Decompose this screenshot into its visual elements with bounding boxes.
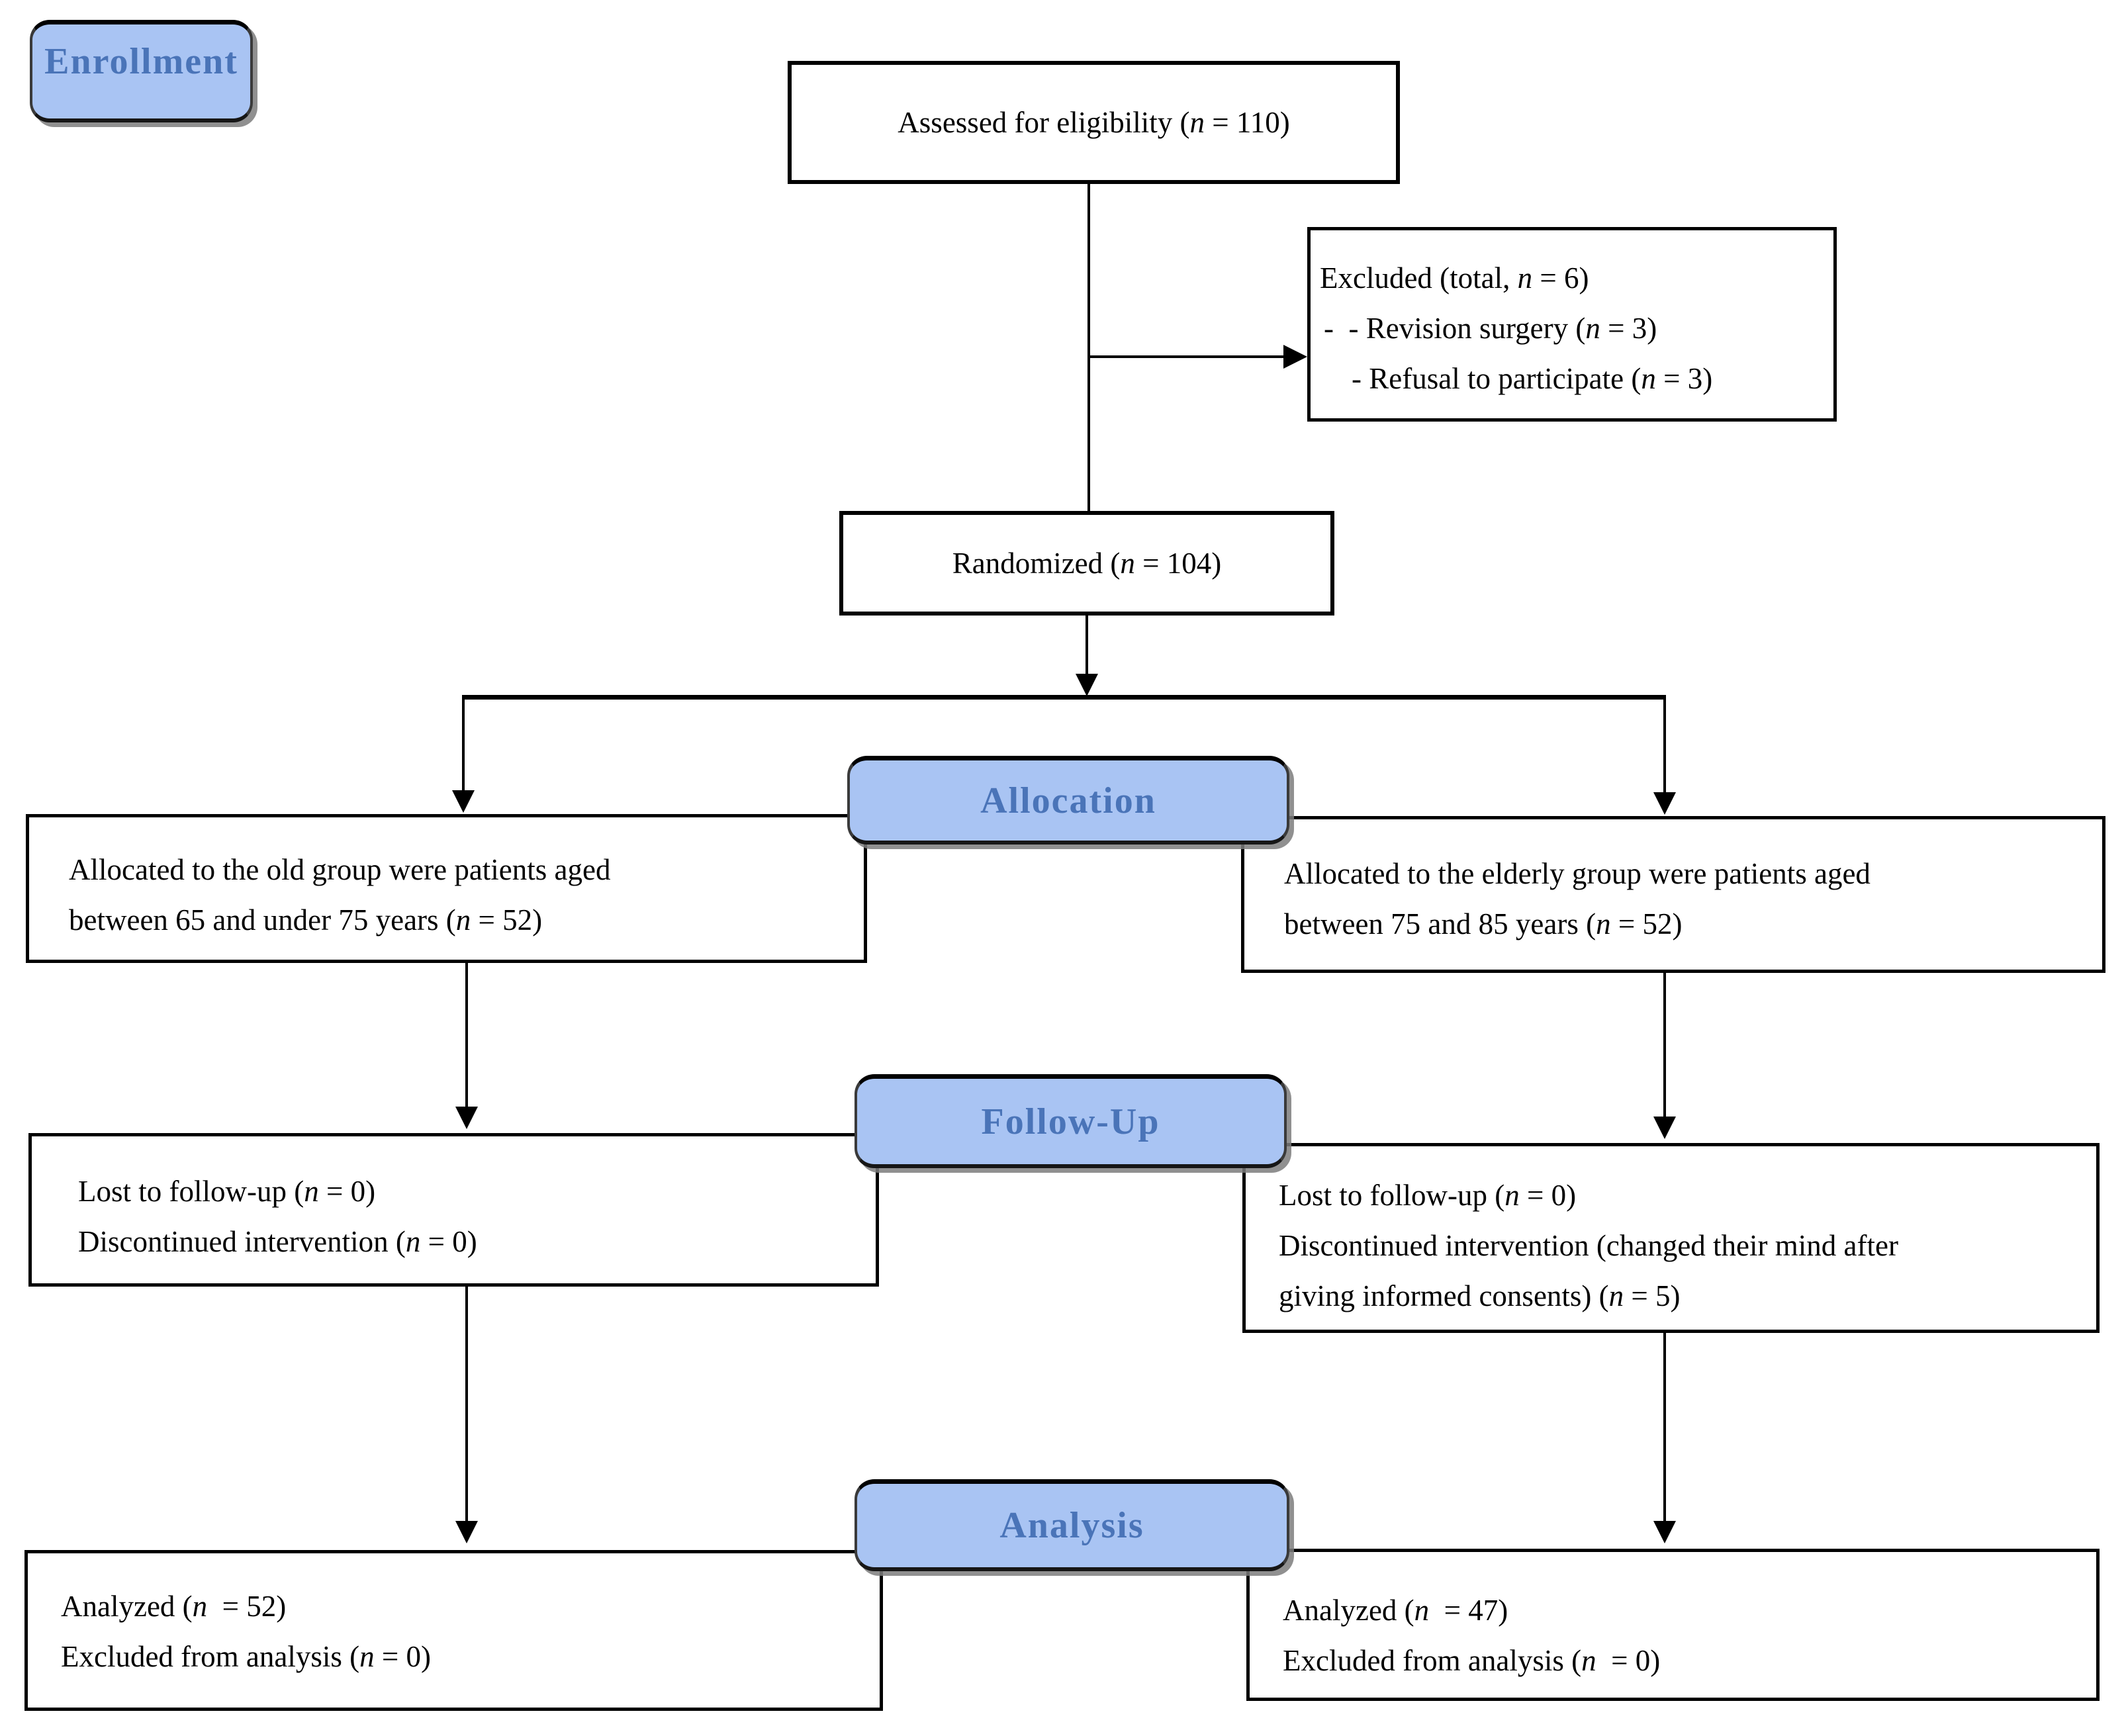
stage-analysis-label: Analysis	[999, 1505, 1144, 1546]
text-line: Lost to follow-up (n = 0)	[1279, 1179, 1577, 1212]
arrowhead-elderly-analysis	[1653, 1521, 1676, 1543]
connector-assessed-to-randomized	[1087, 184, 1090, 511]
stage-allocation: Allocation	[847, 756, 1289, 845]
arrowhead-excluded	[1283, 345, 1307, 369]
text-line: Excluded (total, n = 6)	[1320, 261, 1589, 295]
text-line: Randomized (n = 104)	[952, 547, 1222, 580]
text-line: Excluded from analysis (n = 0)	[61, 1640, 431, 1673]
text-line: Discontinued intervention (changed their…	[1279, 1229, 1898, 1262]
stage-follow-up: Follow-Up	[855, 1074, 1287, 1168]
randomized-box: Randomized (n = 104)	[839, 511, 1334, 616]
arrowhead-old-analysis	[455, 1521, 478, 1543]
arrowhead-old-follow-up	[455, 1107, 478, 1129]
connector-to-excluded	[1089, 355, 1285, 358]
stage-enrollment: Enrollment	[30, 20, 253, 122]
arrowhead-split	[1076, 674, 1098, 696]
connector-split-to-elderly-group	[1663, 695, 1666, 793]
analysis-elderly-group-box: Analyzed (n = 47) Excluded from analysis …	[1246, 1549, 2100, 1701]
stage-follow-up-label: Follow-Up	[981, 1101, 1160, 1142]
text-line: Allocated to the old group were patients…	[69, 853, 611, 886]
follow-up-elderly-group-box: Lost to follow-up (n = 0) Discontinued in…	[1242, 1143, 2100, 1333]
stage-analysis: Analysis	[855, 1479, 1289, 1571]
text-line: - - Revision surgery (n = 3)	[1324, 312, 1657, 345]
text-line: giving informed consents) (n = 5)	[1279, 1279, 1681, 1312]
allocated-old-group-box: Allocated to the old group were patients…	[26, 814, 867, 963]
text-line: Excluded from analysis (n = 0)	[1283, 1644, 1661, 1677]
arrowhead-elderly-follow-up	[1653, 1117, 1676, 1139]
analysis-old-group-box: Analyzed (n = 52) Excluded from analysis …	[24, 1550, 883, 1711]
stage-enrollment-label: Enrollment	[44, 41, 238, 82]
text-line: Analyzed (n = 47)	[1283, 1594, 1508, 1627]
assessed-eligibility-box: Assessed for eligibility (n = 110)	[788, 61, 1400, 184]
text-line: Discontinued intervention (n = 0)	[78, 1225, 477, 1258]
connector-old-allocation-to-follow-up	[465, 963, 468, 1107]
excluded-box: Excluded (total, n = 6) - - Revision surg…	[1307, 227, 1837, 422]
text-line: Analyzed (n = 52)	[61, 1590, 287, 1623]
connector-split-to-old-group	[462, 695, 465, 792]
stage-allocation-label: Allocation	[980, 780, 1156, 821]
text-line: Lost to follow-up (n = 0)	[78, 1175, 376, 1208]
text-line: between 65 and under 75 years (n = 52)	[69, 903, 543, 937]
connector-elderly-follow-up-to-analysis	[1663, 1333, 1666, 1524]
text-line: - Refusal to participate (n = 3)	[1352, 362, 1713, 395]
connector-old-follow-up-to-analysis	[465, 1287, 468, 1522]
follow-up-old-group-box: Lost to follow-up (n = 0) Discontinued in…	[28, 1133, 879, 1287]
connector-elderly-allocation-to-follow-up	[1663, 973, 1666, 1117]
connector-randomized-to-split	[1086, 616, 1088, 676]
text-line: Allocated to the elderly group were pati…	[1284, 857, 1871, 890]
arrowhead-elderly-allocation	[1653, 792, 1676, 815]
text-line: Assessed for eligibility (n = 110)	[898, 106, 1290, 139]
connector-split-horizontal	[462, 695, 1666, 700]
arrowhead-old-allocation	[452, 790, 475, 813]
allocated-elderly-group-box: Allocated to the elderly group were pati…	[1241, 816, 2105, 973]
text-line: between 75 and 85 years (n = 52)	[1284, 907, 1683, 940]
